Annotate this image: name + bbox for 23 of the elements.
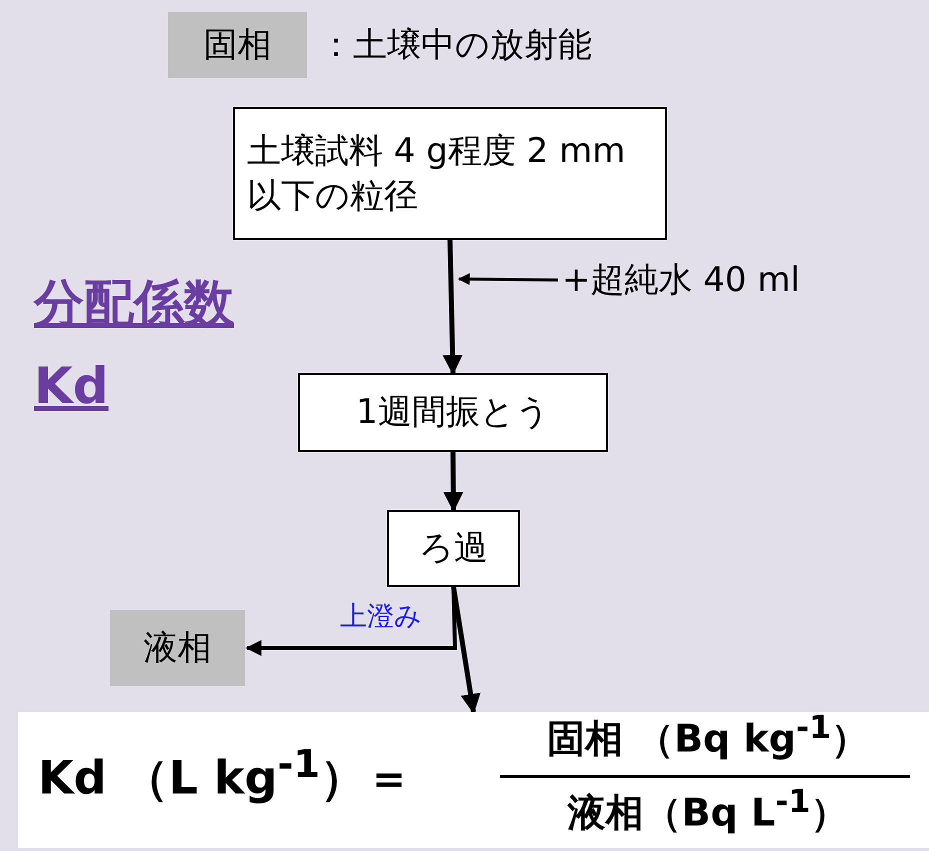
arrow <box>458 273 558 286</box>
process-box <box>387 510 520 587</box>
node-text: 1週間振とう <box>355 391 551 434</box>
formula-text: Kd （L kg$^{-1}$）＝ <box>38 742 414 806</box>
edge-label: 上澄み <box>340 600 422 634</box>
formula-text: 固相 （Bq kg$^{-1}$） <box>546 710 870 763</box>
heading-text: 分配係数 Kd <box>34 273 235 416</box>
process-box <box>298 373 608 452</box>
label-box <box>168 12 307 78</box>
note-text: ：土壌中の放射能 <box>319 24 592 67</box>
formula-panel <box>18 712 929 848</box>
arrow <box>245 586 458 656</box>
node-text: +超純水 40 ml <box>562 258 800 302</box>
node-text: 液相 <box>142 626 212 670</box>
node-text: 固相 <box>202 24 272 67</box>
arrow <box>451 586 481 714</box>
arrow <box>443 452 464 512</box>
process-box <box>233 107 667 240</box>
formula-text: 液相（Bq L$^{-1}$） <box>566 784 850 837</box>
label-box <box>110 610 245 686</box>
node-text: ろ過 <box>418 527 489 570</box>
arrow <box>442 240 463 375</box>
node-text: 土壌試料 4 g程度 2 mm 以下の粒径 <box>246 130 626 218</box>
